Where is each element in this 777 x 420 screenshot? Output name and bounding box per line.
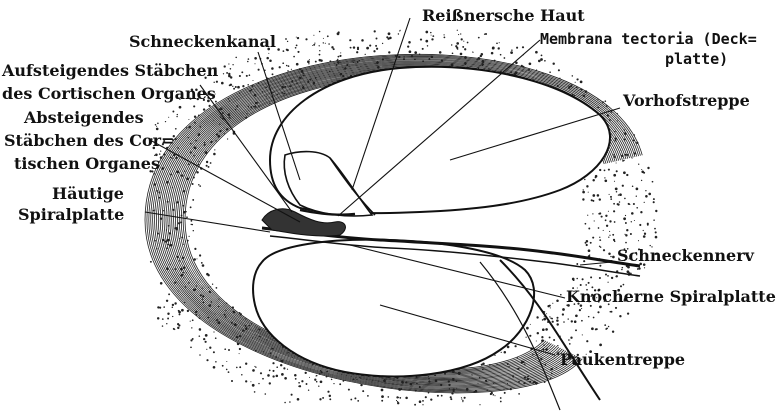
label-aufsteigendes-2: des Cortischen Organes	[2, 84, 216, 103]
leader-lines	[144, 17, 621, 356]
organ-of-corti	[261, 208, 346, 237]
cochlear-nerve-tail	[499, 259, 601, 401]
label-absteigendes-2: Stäbchen des Cor=	[4, 131, 175, 150]
label-haeutige-1: Häutige	[52, 184, 124, 203]
label-aufsteigendes-1: Aufsteigendes Stäbchen	[2, 61, 219, 80]
label-haeutige-2: Spiralplatte	[18, 205, 125, 224]
label-membrana-tectoria-2: platte)	[665, 50, 729, 68]
label-reissnersche-haut: Reißnersche Haut	[422, 6, 585, 25]
label-schneckenkanal: Schneckenkanal	[129, 32, 276, 51]
label-membrana-tectoria-1: Membrana tectoria (Deck=	[540, 30, 757, 48]
cochlear-nerve-tail-2	[479, 261, 561, 411]
label-knoecherne-spiralplatte: Knöcherne Spiralplatte	[566, 287, 776, 306]
spiral-lamina-lower	[269, 235, 641, 277]
label-vorhofstreppe: Vorhofstreppe	[623, 91, 750, 110]
tectorial-membrane	[299, 208, 356, 216]
label-absteigendes-1: Absteigendes	[24, 108, 144, 127]
label-schneckennerv: Schneckennerv	[617, 246, 754, 265]
label-paukentreppe: Paukentreppe	[560, 350, 686, 369]
cochlear-duct	[283, 150, 374, 217]
label-absteigendes-3: tischen Organes	[14, 154, 160, 173]
